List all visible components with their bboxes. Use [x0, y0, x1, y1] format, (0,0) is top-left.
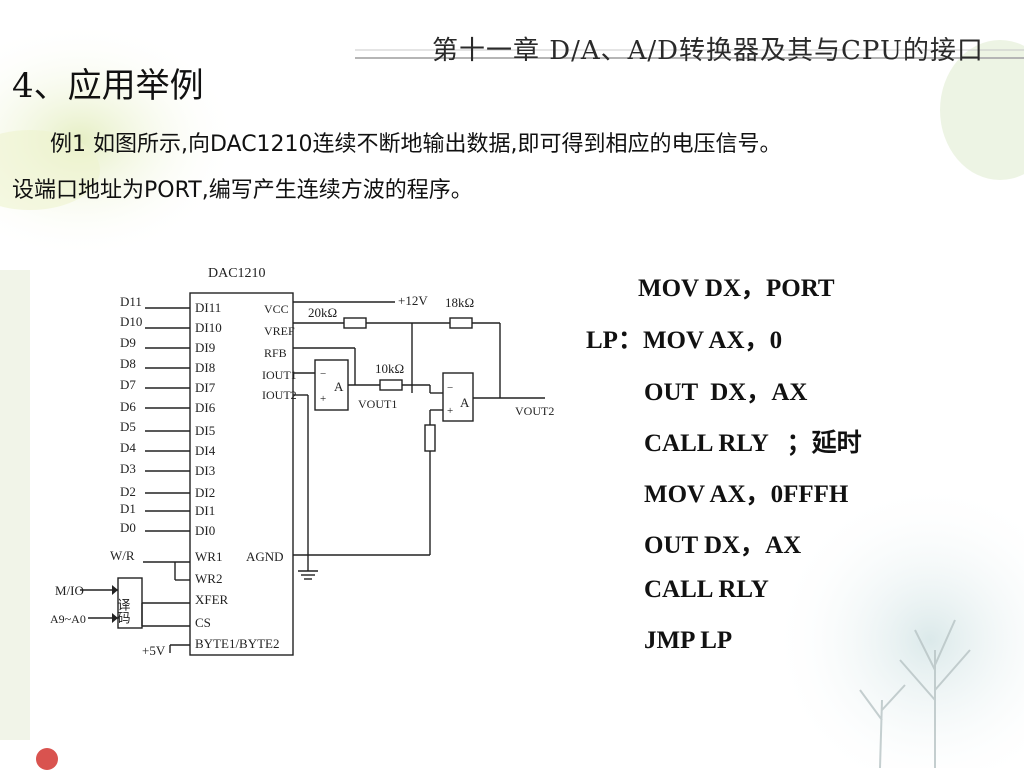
right-pin-labels: VCC VREF RFB IOUT1 IOUT2	[262, 302, 297, 402]
plus5v-label: +5V	[142, 643, 166, 658]
pin-label-rfb: RFB	[264, 346, 287, 360]
data-line-label: D0	[120, 520, 136, 535]
pin-label-vcc: VCC	[264, 302, 289, 316]
di-pin-label: DI2	[195, 485, 215, 500]
resistor-20k-label: 20kΩ	[308, 305, 337, 320]
code-line: LP：MOV AX，0	[586, 327, 783, 354]
plus12v-label: +12V	[398, 293, 428, 308]
di-pin-label: DI5	[195, 423, 215, 438]
vout1-label: VOUT1	[358, 397, 397, 411]
control-pin-labels: WR1 WR2 XFER CS BYTE1/BYTE2	[195, 549, 280, 651]
pin-label-iout2: IOUT2	[262, 388, 297, 402]
di-pin-label: DI4	[195, 443, 216, 458]
decoder-label: 译码	[116, 598, 131, 624]
data-line-label: D6	[120, 399, 136, 414]
code-line: OUT DX，AX	[644, 532, 802, 559]
di-pin-label: DI6	[195, 400, 216, 415]
opamp1-label: A	[334, 379, 344, 394]
dac1210-circuit-diagram: DAC1210 D11 D10 D9 D8 D7 D6 D5 D4 D3 D2 …	[50, 266, 554, 658]
di-pin-labels: DI11 DI10 DI9 DI8 DI7 DI6 DI5 DI4 DI3 DI…	[195, 300, 222, 538]
svg-text:−: −	[320, 368, 326, 380]
agnd-label: AGND	[246, 549, 284, 564]
data-line-label: D1	[120, 501, 136, 516]
address-label: A9~A0	[50, 612, 86, 626]
code-line: MOV AX，0FFFH	[644, 481, 849, 508]
control-pin-label: BYTE1/BYTE2	[195, 636, 280, 651]
control-pin-label: WR1	[195, 549, 222, 564]
di-pin-label: DI10	[195, 320, 222, 335]
opamp-sign-labels: − + − +	[320, 368, 453, 417]
pin-label-vref: VREF	[264, 324, 295, 338]
di-pin-label: DI3	[195, 463, 215, 478]
data-line-label: D5	[120, 419, 136, 434]
svg-text:−: −	[447, 382, 453, 394]
data-line-label: D11	[120, 294, 142, 309]
svg-text:+: +	[320, 393, 326, 405]
data-line-label: D10	[120, 314, 142, 329]
data-line-labels: D11 D10 D9 D8 D7 D6 D5 D4 D3 D2 D1 D0	[120, 294, 142, 535]
di-pin-label: DI11	[195, 300, 221, 315]
data-line-label: D2	[120, 484, 136, 499]
chapter-title: 第十一章 D/A、A/D转换器及其与CPU的接口	[432, 36, 984, 66]
data-line-label: D9	[120, 335, 136, 350]
control-pin-label: XFER	[195, 592, 229, 607]
code-line: OUT DX，AX	[644, 379, 808, 406]
di-pin-label: DI8	[195, 360, 215, 375]
di-pin-label: DI7	[195, 380, 216, 395]
di-pin-label: DI1	[195, 503, 215, 518]
code-line: MOV DX，PORT	[638, 275, 835, 302]
vout2-label: VOUT2	[515, 404, 554, 418]
wr-label: W/R	[110, 548, 135, 563]
tree-decoration	[859, 619, 971, 768]
resistor-18k-label: 18kΩ	[445, 295, 474, 310]
left-accent-bar	[0, 270, 30, 740]
data-line-label: D3	[120, 461, 136, 476]
control-pin-label: CS	[195, 615, 211, 630]
chip-name: DAC1210	[208, 266, 266, 281]
code-line: CALL RLY ；延时	[644, 430, 862, 457]
di-pin-label: DI0	[195, 523, 215, 538]
opamp2-label: A	[460, 395, 470, 410]
bullet-dot-icon	[36, 748, 58, 770]
code-line: JMP LP	[644, 627, 733, 654]
description-line-1: 例1 如图所示,向DAC1210连续不断地输出数据,即可得到相应的电压信号。	[50, 132, 782, 157]
pin-label-iout1: IOUT1	[262, 368, 297, 382]
control-pin-label: WR2	[195, 571, 222, 586]
section-title: 4、应用举例	[12, 66, 204, 106]
problem-description: 例1 如图所示,向DAC1210连续不断地输出数据,即可得到相应的电压信号。 设…	[12, 122, 1012, 214]
data-line-label: D4	[120, 440, 136, 455]
data-line-label: D7	[120, 377, 136, 392]
code-line: CALL RLY	[644, 576, 769, 603]
svg-text:+: +	[447, 405, 453, 417]
data-line-label: D8	[120, 356, 136, 371]
mio-label: M/IO	[55, 583, 84, 598]
resistor-10k-label: 10kΩ	[375, 361, 404, 376]
di-pin-label: DI9	[195, 340, 215, 355]
description-line-2: 设端口地址为PORT,编写产生连续方波的程序。	[12, 178, 473, 203]
